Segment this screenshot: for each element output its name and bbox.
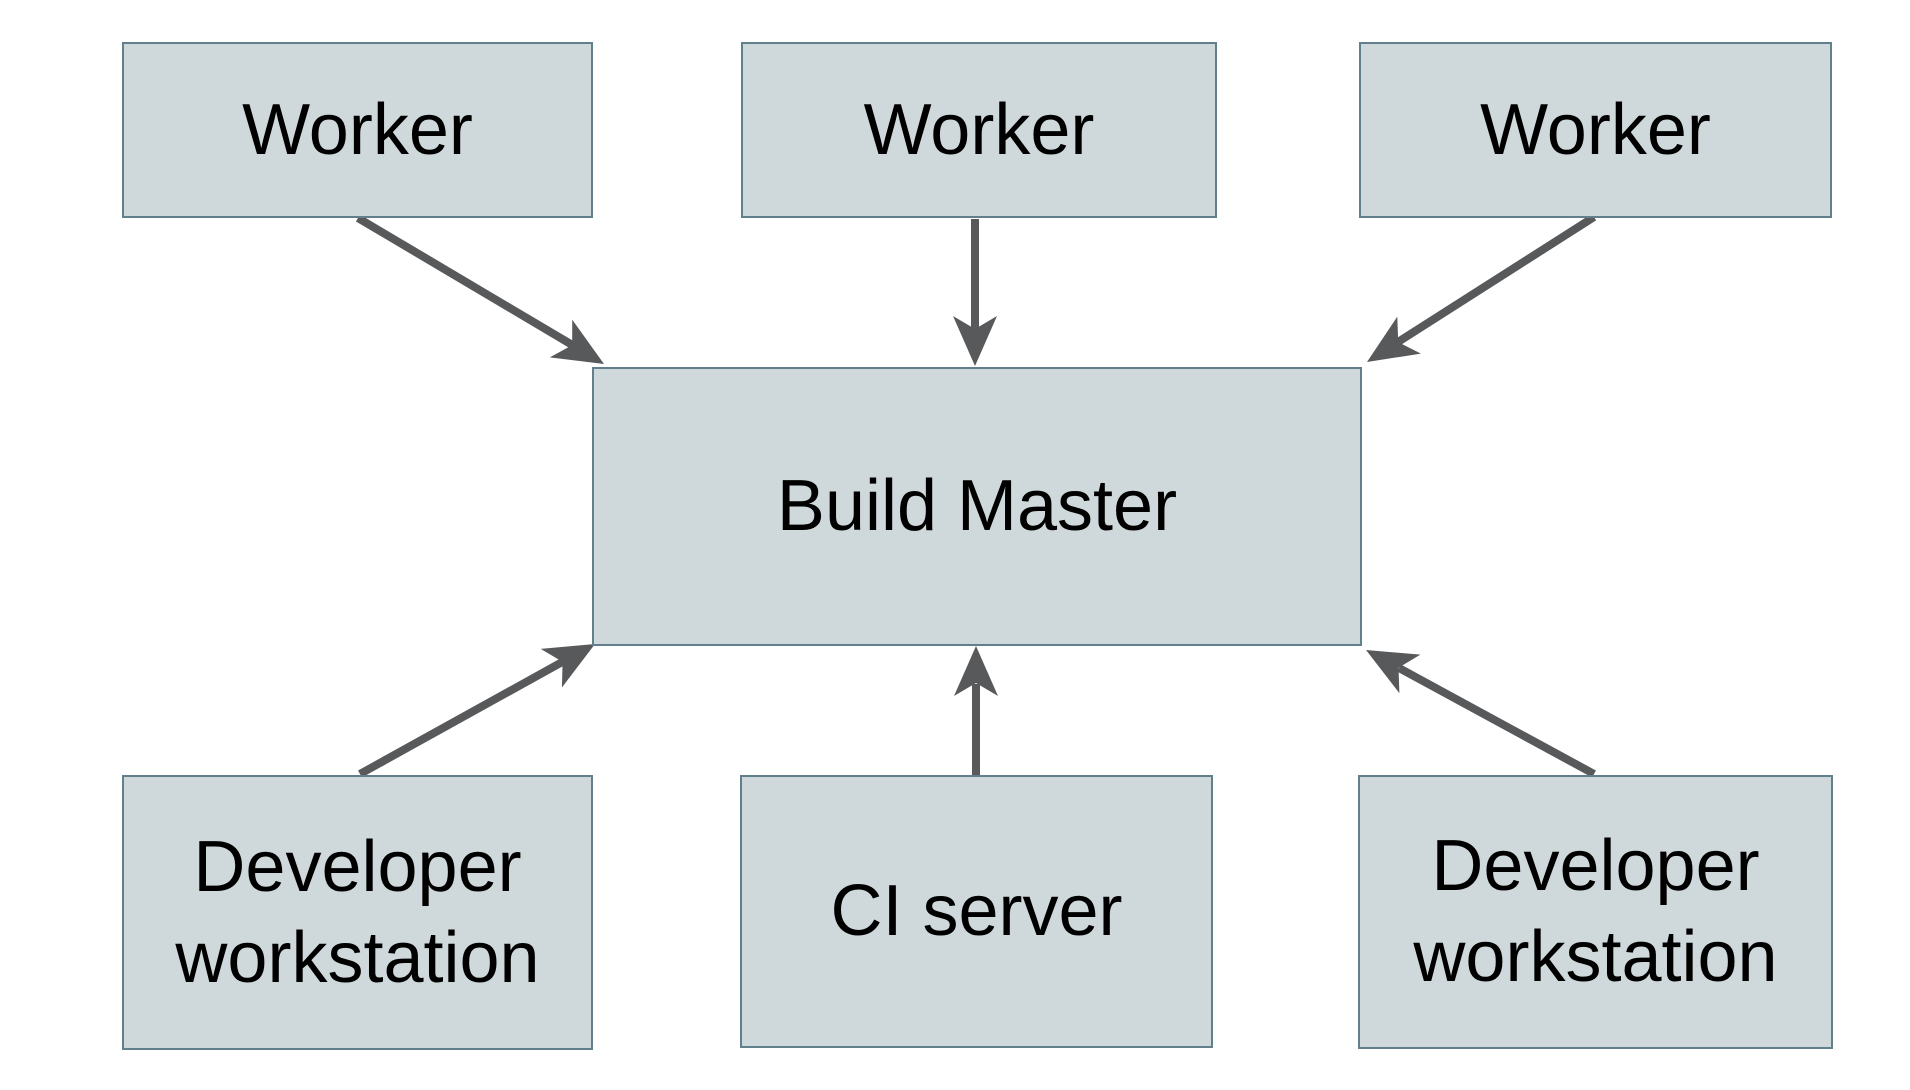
node-developer-workstation-2: Developer workstation <box>1358 775 1833 1049</box>
arrow-worker-1-to-build-master <box>355 214 604 364</box>
node-worker-3: Worker <box>1359 42 1832 218</box>
arrow-worker-3-to-build-master <box>1367 213 1597 362</box>
node-worker-2-label: Worker <box>863 89 1095 170</box>
node-developer-workstation-1-label: Developer workstation <box>175 826 540 998</box>
node-ci-server: CI server <box>740 775 1213 1048</box>
node-build-master-label: Build Master <box>776 466 1178 547</box>
node-worker-3-label: Worker <box>1480 89 1711 170</box>
node-worker-2: Worker <box>741 42 1217 218</box>
arrow-dev-ws-1-to-build-master <box>358 644 595 778</box>
arrow-dev-ws-2-to-build-master <box>1366 650 1596 778</box>
arrow-ci-server-to-build-master <box>954 646 998 776</box>
node-developer-workstation-1: Developer workstation <box>122 775 593 1050</box>
node-build-master: Build Master <box>592 367 1362 646</box>
node-worker-1: Worker <box>122 42 593 218</box>
arrow-worker-2-to-build-master <box>953 219 997 366</box>
node-worker-1-label: Worker <box>242 89 473 170</box>
node-developer-workstation-2-label: Developer workstation <box>1413 826 1778 997</box>
node-ci-server-label: CI server <box>830 871 1123 952</box>
